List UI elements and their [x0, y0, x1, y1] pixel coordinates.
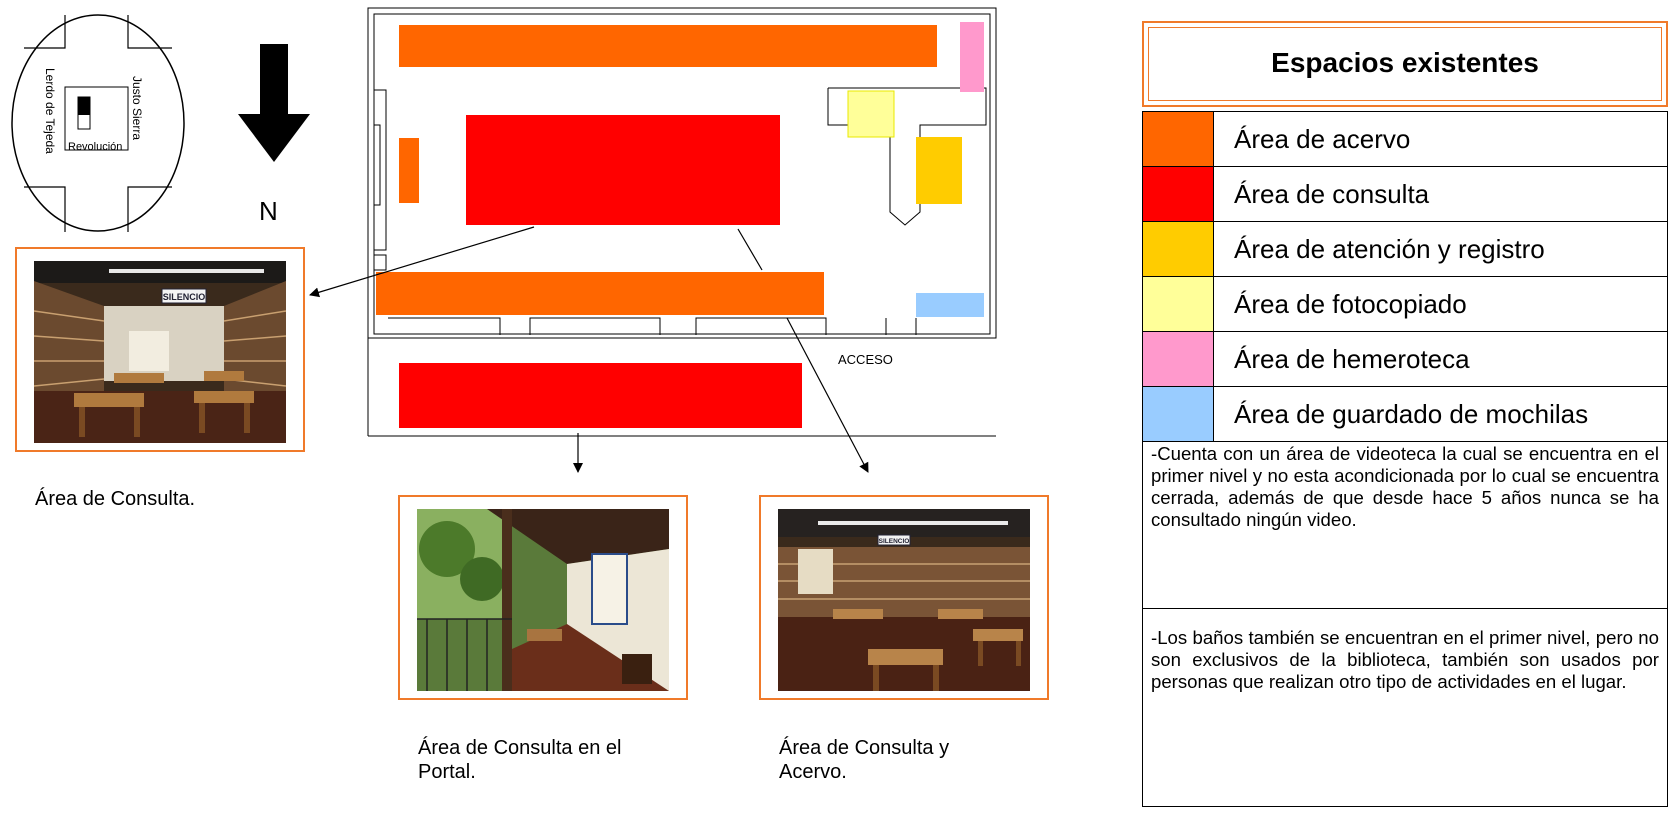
- legend-label: Área de guardado de mochilas: [1213, 386, 1668, 442]
- arrow-link-upper: [737, 228, 763, 271]
- library-interior-photo: SILENCIO: [34, 261, 286, 443]
- legend-swatch: [1142, 276, 1214, 332]
- note-banos: -Los baños también se encuentran en el p…: [1151, 627, 1659, 692]
- legend-row: Área de guardado de mochilas: [1142, 386, 1668, 442]
- floor-plan: ACCESO: [367, 7, 997, 437]
- legend-title: Espacios existentes: [1271, 47, 1539, 78]
- access-label: ACCESO: [838, 352, 893, 367]
- legend-label: Área de fotocopiado: [1213, 276, 1668, 332]
- photo-frame-portal: [398, 495, 688, 700]
- legend-swatch: [1142, 111, 1214, 167]
- silencio-sign-1: SILENCIO: [163, 292, 206, 302]
- legend-row: Área de consulta: [1142, 166, 1668, 222]
- north-label: N: [259, 196, 278, 226]
- legend-label: Área de hemeroteca: [1213, 331, 1668, 387]
- legend-row: Área de acervo: [1142, 111, 1668, 167]
- zone-mochilas: [916, 293, 984, 317]
- street-left-label: Lerdo de Tejeda: [43, 68, 57, 154]
- arrow-to-photo-1: [309, 226, 535, 298]
- street-bottom-label: Revolución: [68, 141, 122, 153]
- locator-map: Lerdo de Tejeda Justo Sierra Revolución: [11, 14, 185, 232]
- legend-row: Área de hemeroteca: [1142, 331, 1668, 387]
- photo-frame-consulta: SILENCIO: [15, 247, 305, 452]
- photo-frame-acervo: SILENCIO: [759, 495, 1049, 700]
- note-videoteca: -Cuenta con un área de videoteca la cual…: [1151, 443, 1659, 530]
- zone-hemeroteca: [960, 22, 984, 92]
- block-outline: [64, 86, 129, 151]
- photo-2-caption: Área de Consulta en el Portal.: [418, 737, 622, 783]
- legend-label: Área de atención y registro: [1213, 221, 1668, 277]
- north-arrow-icon: [238, 44, 310, 162]
- zone-consulta-portal: [399, 363, 802, 428]
- legend-swatch: [1142, 221, 1214, 277]
- zone-fotocopiado: [847, 90, 895, 138]
- street-right-label: Justo Sierra: [130, 76, 144, 140]
- zone-acervo-bottom: [376, 272, 824, 315]
- zone-atencion: [916, 137, 962, 204]
- legend-swatch: [1142, 166, 1214, 222]
- arrow-to-photo-3: [786, 317, 869, 473]
- zone-acervo-top: [399, 25, 937, 67]
- legend-swatch: [1142, 386, 1214, 442]
- photo-3-caption: Área de Consulta y Acervo.: [779, 737, 950, 783]
- leader-arrows: [309, 226, 869, 473]
- portal-corridor-photo: [417, 509, 669, 691]
- legend-row: Área de fotocopiado: [1142, 276, 1668, 332]
- zone-acervo-left: [399, 138, 419, 203]
- photo-1-caption: Área de Consulta.: [35, 488, 196, 510]
- legend-label: Área de acervo: [1213, 111, 1668, 167]
- legend-label: Área de consulta: [1213, 166, 1668, 222]
- zone-consulta-center: [466, 115, 780, 225]
- legend-notes: -Cuenta con un área de videoteca la cual…: [1142, 433, 1668, 807]
- legend-title-box: Espacios existentes: [1142, 21, 1668, 107]
- legend-swatch: [1142, 331, 1214, 387]
- library-stacks-photo: SILENCIO: [778, 509, 1030, 691]
- silencio-sign-2: SILENCIO: [879, 538, 910, 545]
- legend-row: Área de atención y registro: [1142, 221, 1668, 277]
